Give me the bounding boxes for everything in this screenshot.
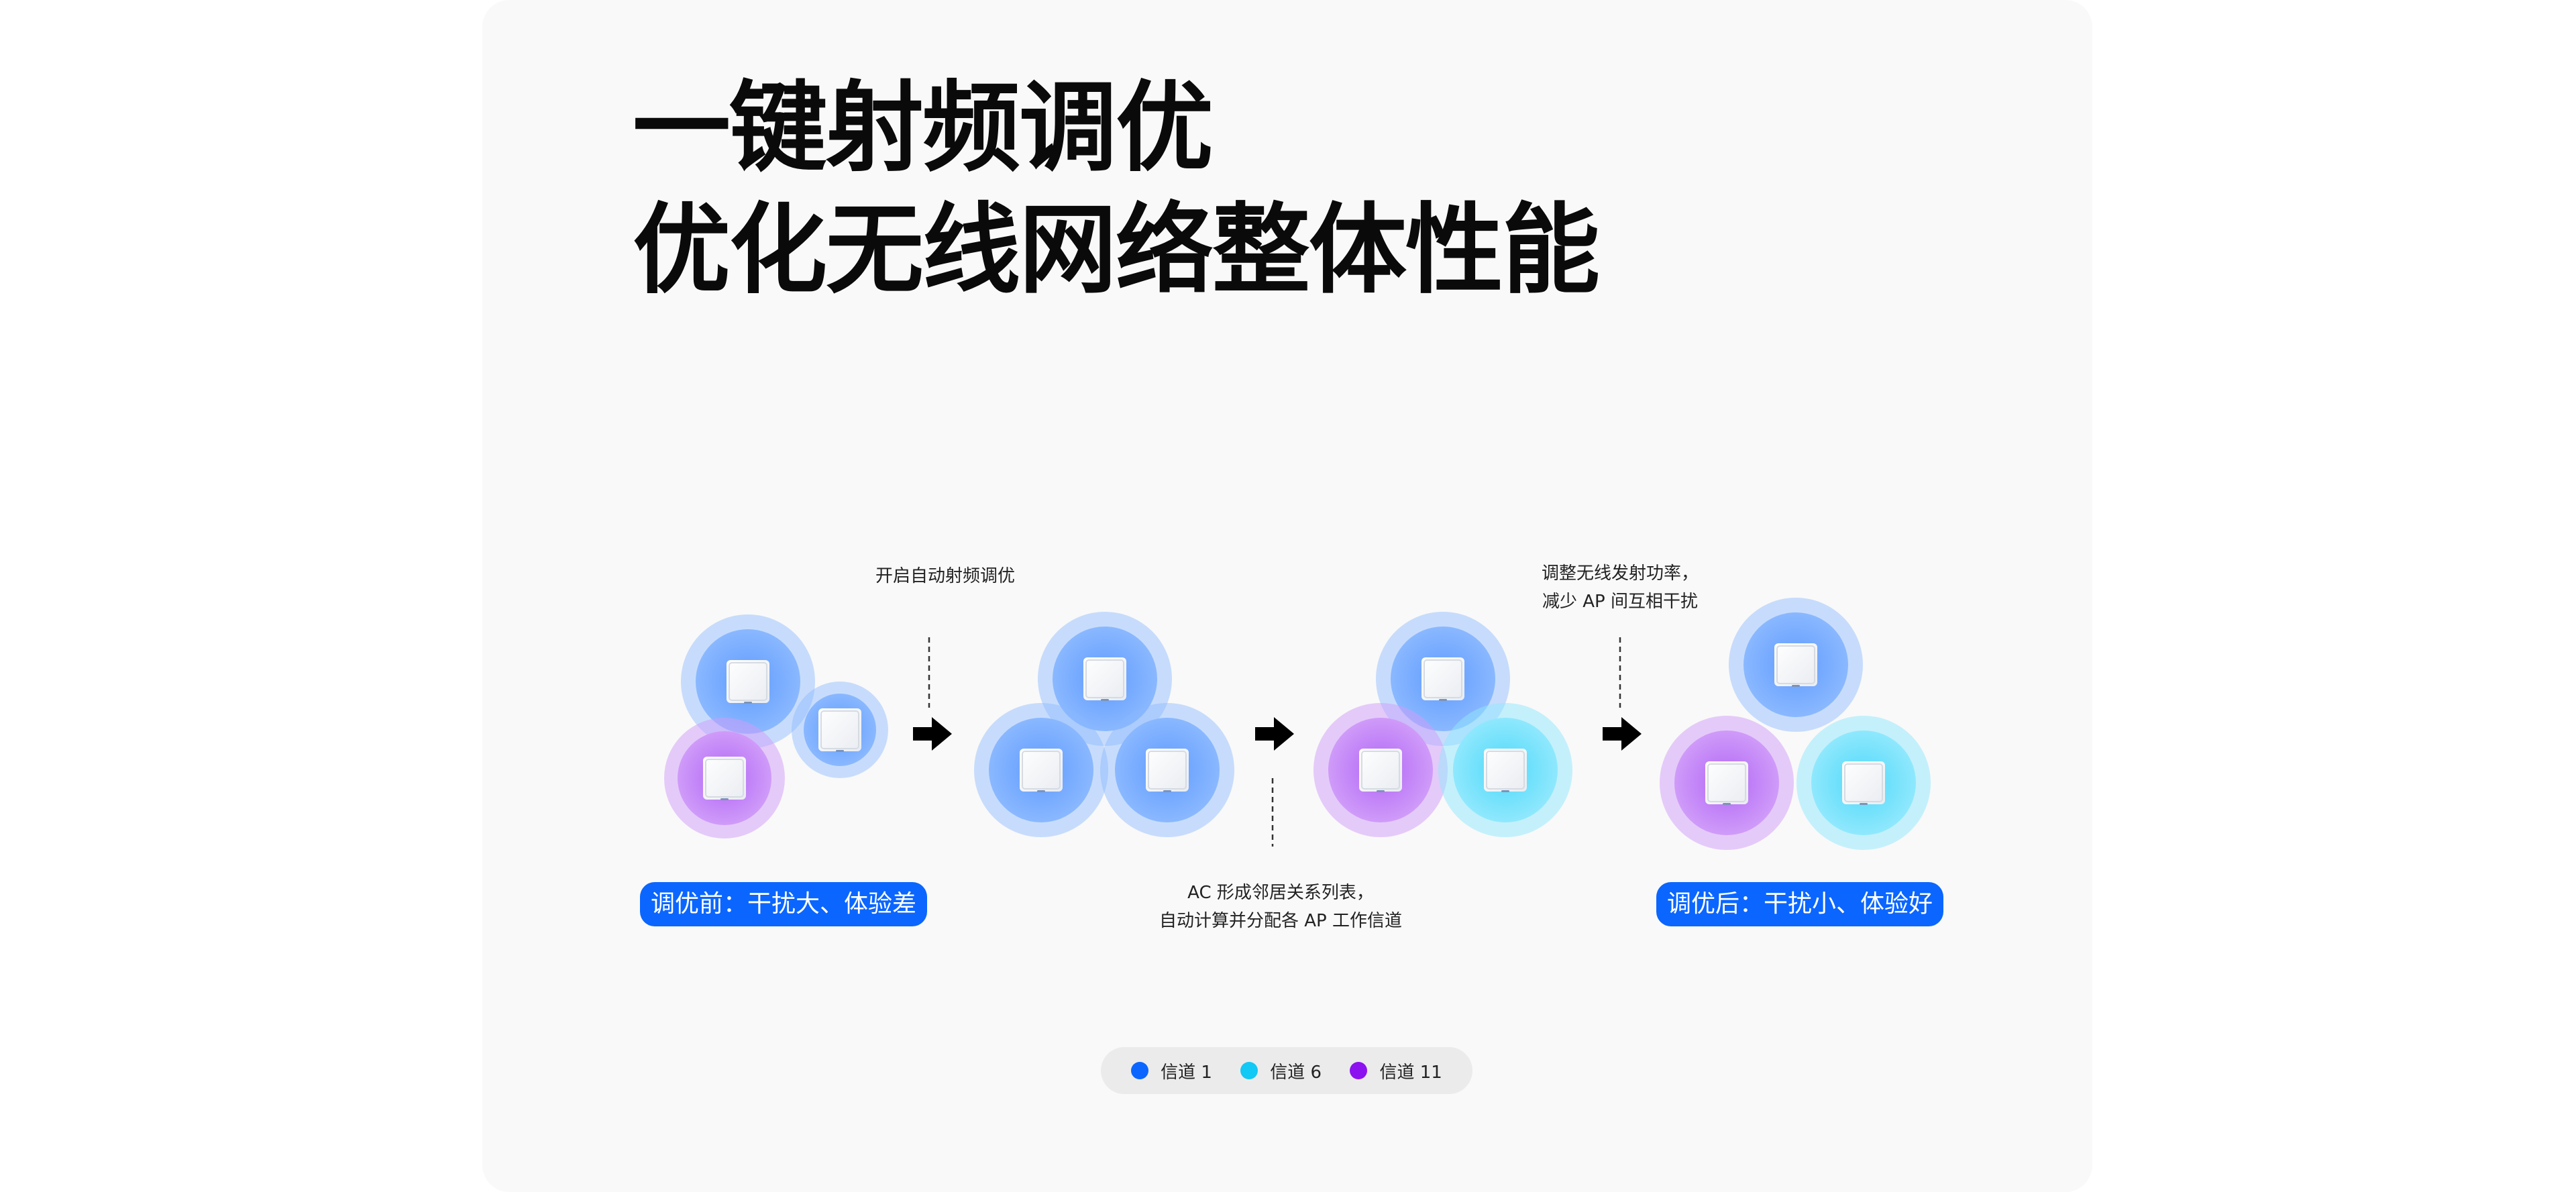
annotation-step-3: 调整无线发射功率， 减少 AP 间互相干扰 [1526, 559, 1714, 616]
annotation-step-3-line-2: 减少 AP 间互相干扰 [1542, 592, 1698, 612]
after-tuning-badge: 调优后：干扰小、体验好 [1656, 882, 1944, 926]
title-line-1: 一键射频调优 [633, 71, 1214, 185]
ap-node [792, 682, 888, 778]
annotation-step-1: 开启自动射频调优 [858, 562, 1032, 590]
legend-item-channel-6: 信道 6 [1240, 1059, 1322, 1083]
access-point-icon [818, 708, 861, 752]
ap-node [1796, 716, 1931, 850]
access-point-icon [1421, 657, 1464, 701]
annotation-step-2: AC 形成邻居关系列表， 自动计算并分配各 AP 工作信道 [1153, 879, 1408, 935]
arrow-step-2 [1255, 717, 1294, 847]
legend-dot-icon [1131, 1062, 1149, 1079]
before-tuning-badge: 调优前：干扰大、体验差 [640, 882, 928, 926]
access-point-icon [1484, 749, 1527, 792]
annotation-step-3-line-1: 调整无线发射功率， [1541, 563, 1699, 584]
arrow-step-3 [1603, 637, 1642, 751]
ap-node [664, 718, 785, 838]
diagram-card: 一键射频调优 优化无线网络整体性能 [482, 0, 2092, 1192]
title-line-2: 优化无线网络整体性能 [633, 193, 1600, 307]
ap-node [974, 703, 1108, 837]
page-title: 一键射频调优 优化无线网络整体性能 [633, 67, 1600, 311]
arrow-right-icon [1603, 717, 1642, 751]
ap-node [1729, 598, 1863, 732]
legend-item-channel-1: 信道 1 [1131, 1059, 1212, 1083]
access-point-icon [727, 660, 769, 704]
stage-channel-assigned [1313, 612, 1572, 837]
rf-tuning-diagram [664, 598, 1931, 850]
access-point-icon [1842, 761, 1885, 805]
legend-label: 信道 6 [1270, 1062, 1322, 1083]
channel-legend: 信道 1 信道 6 信道 11 [1101, 1047, 1472, 1094]
access-point-icon [1146, 749, 1189, 792]
ap-node [681, 614, 815, 749]
legend-label: 信道 1 [1161, 1062, 1212, 1083]
arrow-step-1 [913, 637, 952, 751]
ap-node [1438, 703, 1572, 837]
arrow-right-icon [913, 717, 952, 751]
access-point-icon [703, 757, 746, 800]
legend-label: 信道 11 [1379, 1062, 1442, 1083]
access-point-icon [1705, 761, 1748, 805]
arrow-right-icon [1255, 717, 1294, 751]
access-point-icon [1774, 643, 1817, 687]
stage-before [664, 614, 888, 838]
access-point-icon [1359, 749, 1402, 792]
legend-dot-icon [1240, 1062, 1258, 1079]
legend-item-channel-11: 信道 11 [1350, 1059, 1442, 1083]
stage-after [1660, 598, 1931, 850]
annotation-step-2-line-1: AC 形成邻居关系列表， [1187, 883, 1374, 903]
annotation-step-1-text: 开启自动射频调优 [875, 566, 1015, 586]
ap-node [1100, 703, 1234, 837]
access-point-icon [1020, 749, 1063, 792]
ap-node [1660, 716, 1794, 850]
stage-neighbor-table [974, 612, 1234, 837]
ap-node [1038, 612, 1172, 746]
legend-dot-icon [1350, 1062, 1368, 1079]
annotation-step-2-line-2: 自动计算并分配各 AP 工作信道 [1159, 911, 1402, 931]
ap-node [1313, 703, 1448, 837]
access-point-icon [1083, 657, 1126, 701]
